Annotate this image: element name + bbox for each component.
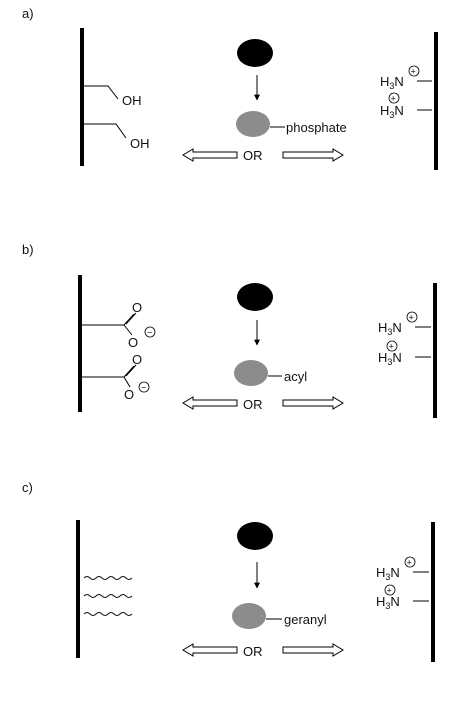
svg-text:H3N: H3N: [378, 320, 402, 337]
panel-c-amine-1: H3N +: [376, 556, 429, 582]
svg-text:O: O: [132, 300, 142, 315]
panel-b-modified-protein: [234, 360, 268, 386]
panel-a-oh-2: OH: [130, 136, 150, 151]
panel-c-amine-2: + H3N: [376, 584, 429, 611]
panel-c-right-hollow-arrow: [282, 643, 344, 657]
panel-b-or: OR: [243, 397, 263, 412]
panel-c-modified-protein: [232, 603, 266, 629]
panel-b-left-hollow-arrow: [182, 396, 238, 410]
panel-a-modified-protein: [236, 111, 270, 137]
svg-text:−: −: [141, 383, 146, 393]
panel-c-geranyl-chain-1: [83, 576, 133, 580]
panel-c: c) geranyl OR H3N + + H3N: [22, 480, 435, 662]
panel-a-amine-2: + H3N: [380, 92, 432, 120]
panel-b-enzyme: [237, 283, 273, 311]
panel-b-carboxylate-1: O O −: [82, 300, 156, 350]
panel-a-enzyme: [237, 39, 273, 67]
panel-c-geranyl-chain-3: [83, 612, 133, 616]
panel-b-product-label: acyl: [284, 369, 307, 384]
svg-text:+: +: [389, 342, 394, 352]
svg-text:H3N: H3N: [376, 565, 400, 582]
panel-b-amine-1: H3N +: [378, 311, 431, 337]
panel-a-amine-1: H3N +: [380, 65, 432, 91]
svg-text:H3N: H3N: [380, 103, 404, 120]
panel-a-or: OR: [243, 148, 263, 163]
panel-b-label: b): [22, 242, 34, 257]
panel-b-right-hollow-arrow: [282, 396, 344, 410]
panel-c-enzyme: [237, 522, 273, 550]
panel-c-label: c): [22, 480, 33, 495]
panel-b: b) O O − O O − acyl OR: [22, 242, 437, 418]
panel-c-left-hollow-arrow: [182, 643, 238, 657]
panel-a-left-hollow-arrow: [182, 148, 238, 162]
panel-b-carboxylate-2: O O −: [82, 352, 150, 402]
panel-a-oh-linker-2: [84, 123, 127, 139]
panel-c-or: OR: [243, 644, 263, 659]
svg-text:+: +: [411, 67, 416, 77]
svg-text:O: O: [128, 335, 138, 350]
svg-text:H3N: H3N: [378, 350, 402, 367]
panel-b-amine-2: + H3N: [378, 340, 431, 367]
panel-a-product-label: phosphate: [286, 120, 347, 135]
panel-a-oh-1: OH: [122, 93, 142, 108]
svg-text:H3N: H3N: [376, 594, 400, 611]
svg-text:+: +: [409, 313, 414, 323]
panel-a: a) OH OH phosphate OR H3N + + H3N: [22, 6, 438, 170]
svg-text:+: +: [407, 558, 412, 568]
svg-text:O: O: [124, 387, 134, 402]
panel-c-geranyl-chain-2: [83, 594, 133, 598]
svg-text:−: −: [147, 328, 152, 338]
panel-a-oh-linker-1: [84, 85, 119, 100]
panel-a-right-hollow-arrow: [282, 148, 344, 162]
svg-text:+: +: [387, 586, 392, 596]
svg-text:O: O: [132, 352, 142, 367]
panel-a-label: a): [22, 6, 34, 21]
panel-c-product-label: geranyl: [284, 612, 327, 627]
svg-text:H3N: H3N: [380, 74, 404, 91]
svg-text:+: +: [391, 94, 396, 104]
